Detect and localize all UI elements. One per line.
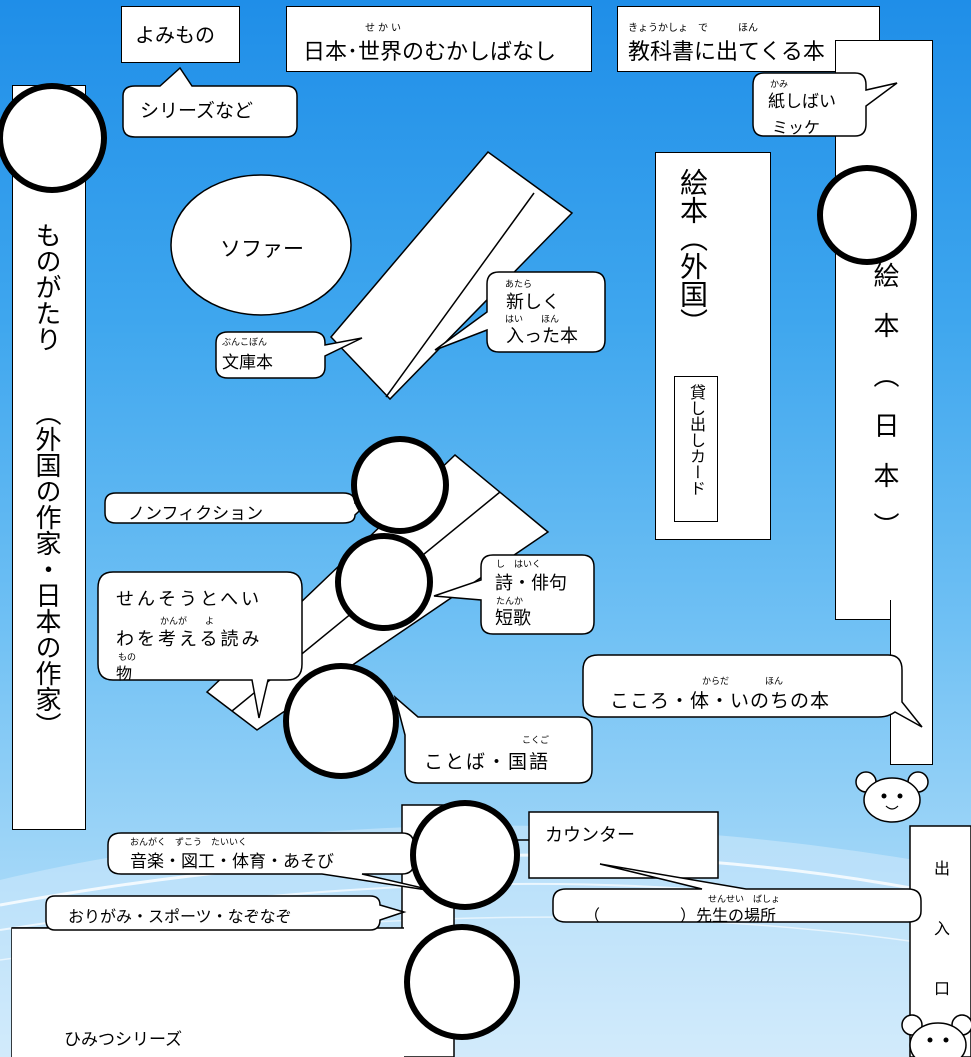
callout-sensei-bubble bbox=[552, 863, 922, 923]
callout-nonfiction-label: ノンフィクション bbox=[128, 504, 264, 524]
callout-kokoro-label: こころ・体・いのちの本 bbox=[610, 690, 831, 712]
shelf-ehon-gaikoku-label: 絵本（外国） bbox=[676, 168, 709, 336]
callout-ongaku-label: 音楽・図工・体育・あそび bbox=[130, 852, 334, 872]
callout-kotoba-label: ことば・国語 bbox=[424, 751, 551, 773]
exit-label: 出入口 bbox=[931, 860, 950, 1040]
callout-series-bubble bbox=[122, 66, 298, 138]
shelf-monogatari bbox=[12, 85, 86, 830]
callout-kangaeru-ruby3: もの bbox=[118, 653, 137, 663]
card-kashidashi-label: 貸し出しカード bbox=[687, 384, 706, 496]
callout-kotoba-ruby: こくご bbox=[522, 736, 550, 746]
callout-kamishibai-ruby: かみ bbox=[770, 80, 789, 90]
marker-circle bbox=[817, 165, 917, 265]
sign-mukashibanashi-ruby: せかい bbox=[365, 23, 404, 34]
callout-haitta-ruby: はい ほん bbox=[505, 315, 560, 325]
callout-shihaiku-ruby: し はいく bbox=[496, 560, 542, 570]
callout-kotoba-bubble bbox=[393, 694, 593, 784]
counter bbox=[528, 811, 719, 879]
callout-atarashiku-ruby: あたら bbox=[505, 280, 533, 290]
callout-kangaeru-bubble bbox=[97, 571, 303, 719]
sign-yomimono-label: よみもの bbox=[135, 23, 215, 47]
callout-bunkobon-ruby: ぶんこぼん bbox=[222, 338, 268, 348]
shelf-diagonal-upper bbox=[329, 150, 574, 401]
callout-kangaeru-line3: 物 bbox=[116, 664, 133, 683]
counter-label: カウンター bbox=[545, 825, 635, 846]
sign-kyokasho-label: 教科書に出てくる本 bbox=[628, 40, 825, 65]
callout-shihaiku-label: 詩・俳句 bbox=[495, 573, 567, 594]
callout-kangaeru-ruby: かんが よ bbox=[160, 617, 215, 627]
sign-yomimono: よみもの bbox=[121, 6, 240, 63]
marker-circle bbox=[410, 800, 520, 910]
shelf-ehon-nihon-label: 絵本（日本） bbox=[869, 262, 899, 562]
shelf-monogatari-label: ものがたり bbox=[31, 222, 61, 352]
marker-circle bbox=[283, 663, 399, 779]
callout-kokoro-bubble bbox=[582, 654, 923, 728]
callout-tanka-ruby: たんか bbox=[496, 597, 524, 607]
callout-kangaeru-line1: せんそうとへい bbox=[116, 589, 263, 610]
callout-origami-label: おりがみ・スポーツ・なぞなぞ bbox=[68, 907, 292, 926]
sofa bbox=[170, 174, 352, 316]
callout-series-label: シリーズなど bbox=[140, 100, 254, 122]
sign-mukashibanashi: せかい 日本･世界のむかしばなし bbox=[286, 6, 592, 72]
sign-kyokasho-ruby: きょうかしょ で ほん bbox=[628, 23, 758, 34]
callout-bunkobon-label: 文庫本 bbox=[222, 353, 273, 373]
bear-face-icon bbox=[855, 771, 929, 823]
callout-kamishibai-bubble bbox=[752, 72, 898, 137]
sofa-label: ソファー bbox=[220, 237, 304, 261]
callout-tanka-label: 短歌 bbox=[495, 608, 531, 629]
bear-face-icon bbox=[901, 1014, 971, 1057]
callout-kangaeru-line2: わを考える読み bbox=[116, 629, 263, 650]
shelf-monogatari-sub: （外国の作家・日本の作家） bbox=[31, 400, 61, 738]
callout-sensei-label: （ ）先生の場所 bbox=[584, 906, 777, 925]
callout-kamishibai-label: 紙しばい bbox=[768, 92, 836, 112]
card-kashidashi bbox=[674, 376, 718, 522]
sign-mukashibanashi-label: 日本･世界のむかしばなし bbox=[303, 40, 557, 65]
callout-atarashiku-label: 新しく bbox=[506, 292, 560, 313]
sign-kyokasho: きょうかしょ で ほん 教科書に出てくる本 bbox=[617, 6, 880, 72]
marker-circle bbox=[335, 533, 433, 631]
marker-circle bbox=[404, 924, 520, 1040]
callout-shihaiku-bubble bbox=[433, 554, 595, 635]
callout-atarashiku-bubble bbox=[434, 271, 606, 353]
callout-mikke-label: ミッケ bbox=[772, 118, 821, 137]
callout-origami-bubble bbox=[45, 895, 407, 931]
callout-haitta-label: 入った本 bbox=[506, 326, 578, 347]
callout-sensei-ruby: せんせい ばしょ bbox=[708, 895, 781, 905]
marker-circle bbox=[0, 83, 107, 193]
marker-circle bbox=[351, 436, 449, 534]
callout-kokoro-ruby: からだ ほん bbox=[702, 677, 784, 687]
shelf-himitsu-label: ひみつシリーズ bbox=[64, 1030, 183, 1050]
callout-ongaku-ruby: おんがく ずこう たいいく bbox=[130, 838, 248, 848]
callout-bunkobon-bubble bbox=[215, 331, 363, 379]
